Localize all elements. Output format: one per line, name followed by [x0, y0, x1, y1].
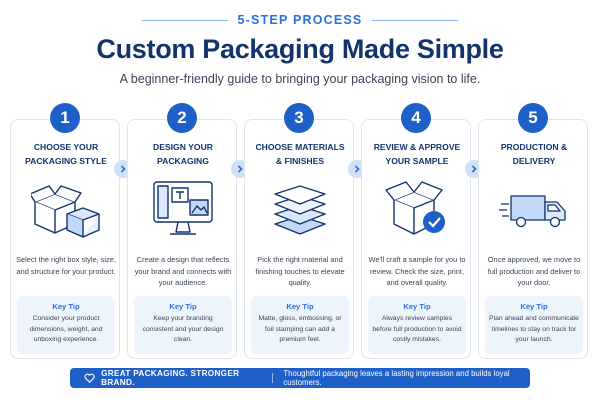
step-number-2: 2 — [167, 103, 197, 133]
step-title: Choose Materials & Finishes — [245, 140, 355, 168]
eyebrow-line-left — [141, 19, 228, 21]
step-title: Review & Approve Your Sample — [362, 140, 472, 168]
approved-box-icon — [385, 181, 445, 235]
step-number-3: 3 — [284, 103, 314, 133]
step-title-line2: Delivery — [512, 156, 556, 166]
key-tip-box: Key Tip Keep your branding consistent an… — [134, 296, 232, 354]
key-tip-box: Key Tip Always review samples before ful… — [368, 296, 466, 354]
step-title-line1: Design Your — [152, 142, 213, 152]
tip-text: Keep your branding consistent and your d… — [142, 315, 224, 343]
tip-text: Matte, gloss, embossing, or foil stampin… — [258, 315, 342, 343]
open-boxes-icon — [31, 185, 100, 238]
tip-label: Key Tip — [169, 302, 197, 311]
footer-tagline: GREAT PACKAGING. STRONGER BRAND. — [101, 369, 240, 387]
tip-label: Key Tip — [286, 302, 314, 311]
eyebrow-text: 5-STEP PROCESS — [237, 13, 363, 27]
step-description: Create a design that reflects your brand… — [134, 255, 232, 287]
step-card-3: Choose Materials & Finishes Pick the rig… — [244, 119, 354, 359]
step-title-line1: Choose Materials — [255, 142, 345, 152]
step-description: We'll craft a sample for you to review. … — [368, 255, 466, 287]
step-description: Select the right box style, size, and st… — [16, 255, 116, 276]
tip-text: Always review samples before full produc… — [372, 315, 462, 343]
step-card-5: Production & Delivery Once approved, we … — [478, 119, 588, 359]
eyebrow-line-right — [372, 19, 459, 21]
step-description: Pick the right material and finishing to… — [255, 255, 345, 287]
tip-label: Key Tip — [520, 302, 548, 311]
step-title: Design Your Packaging — [128, 140, 238, 168]
key-tip-box: Key Tip Plan ahead and communicate timel… — [485, 296, 583, 354]
step-title-line2: Packaging — [157, 156, 209, 166]
heart-icon — [84, 373, 95, 383]
tip-label: Key Tip — [52, 302, 80, 311]
step-title: Production & Delivery — [479, 140, 589, 168]
key-tip-box: Key Tip Matte, gloss, embossing, or foil… — [251, 296, 349, 354]
footer-divider — [272, 373, 274, 383]
step-number-5: 5 — [518, 103, 548, 133]
tip-label: Key Tip — [403, 302, 431, 311]
step-card-2: Design Your Packaging Create a design th… — [127, 119, 237, 359]
tip-text: Plan ahead and communicate timelines to … — [489, 315, 579, 343]
step-card-4: Review & Approve Your Sample We'll craft… — [361, 119, 471, 359]
step-title-line1: Review & Approve — [373, 142, 461, 152]
key-tip-box: Key Tip Consider your product dimensions… — [17, 296, 115, 354]
step-title-line2: & Finishes — [275, 156, 325, 166]
step-card-1: Choose Your Packaging Style Select the r… — [10, 119, 120, 359]
step-number-1: 1 — [50, 103, 80, 133]
step-number-4: 4 — [401, 103, 431, 133]
step-title-line1: Choose Your — [33, 142, 99, 152]
delivery-truck-icon — [499, 195, 566, 228]
step-title-line2: Your Sample — [385, 156, 449, 166]
step-description: Once approved, we move to full productio… — [487, 255, 581, 287]
footer-message: Thoughtful packaging leaves a lasting im… — [283, 369, 510, 387]
tip-text: Consider your product dimensions, weight… — [29, 315, 103, 343]
eyebrow: 5-STEP PROCESS — [0, 13, 600, 27]
page-subtitle: A beginner-friendly guide to bringing yo… — [119, 72, 481, 86]
material-layers-icon — [274, 185, 326, 235]
steps-row: Choose Your Packaging Style Select the r… — [10, 103, 590, 359]
page-title: Custom Packaging Made Simple — [96, 34, 504, 64]
design-monitor-icon — [153, 181, 213, 235]
step-title: Choose Your Packaging Style — [11, 140, 121, 168]
step-title-line2: Packaging Style — [25, 156, 107, 166]
footer-banner: GREAT PACKAGING. STRONGER BRAND. Thought… — [70, 368, 530, 388]
step-title-line1: Production & — [500, 142, 568, 152]
